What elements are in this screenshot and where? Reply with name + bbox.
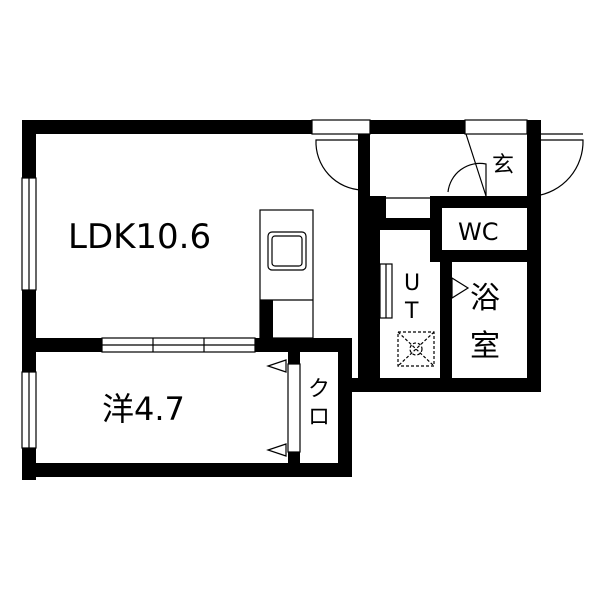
closet-label-1: ク <box>308 377 330 402</box>
bath-label-2: 室 <box>470 329 500 364</box>
doors <box>266 119 584 457</box>
utility-label-u: U <box>404 271 420 296</box>
interior-walls <box>36 134 541 464</box>
entrance-label: 玄 <box>492 153 514 178</box>
bath-label-1: 浴 <box>470 281 500 316</box>
wc-label: WC <box>458 218 499 246</box>
washing-machine-pan <box>397 331 435 367</box>
closet-label-2: ロ <box>308 405 330 430</box>
western-room-label: 洋4.7 <box>102 390 185 428</box>
utility-label-t: T <box>404 299 419 324</box>
kitchen-counter <box>259 209 314 339</box>
windows <box>21 177 256 449</box>
ldk-label: LDK10.6 <box>68 217 211 257</box>
